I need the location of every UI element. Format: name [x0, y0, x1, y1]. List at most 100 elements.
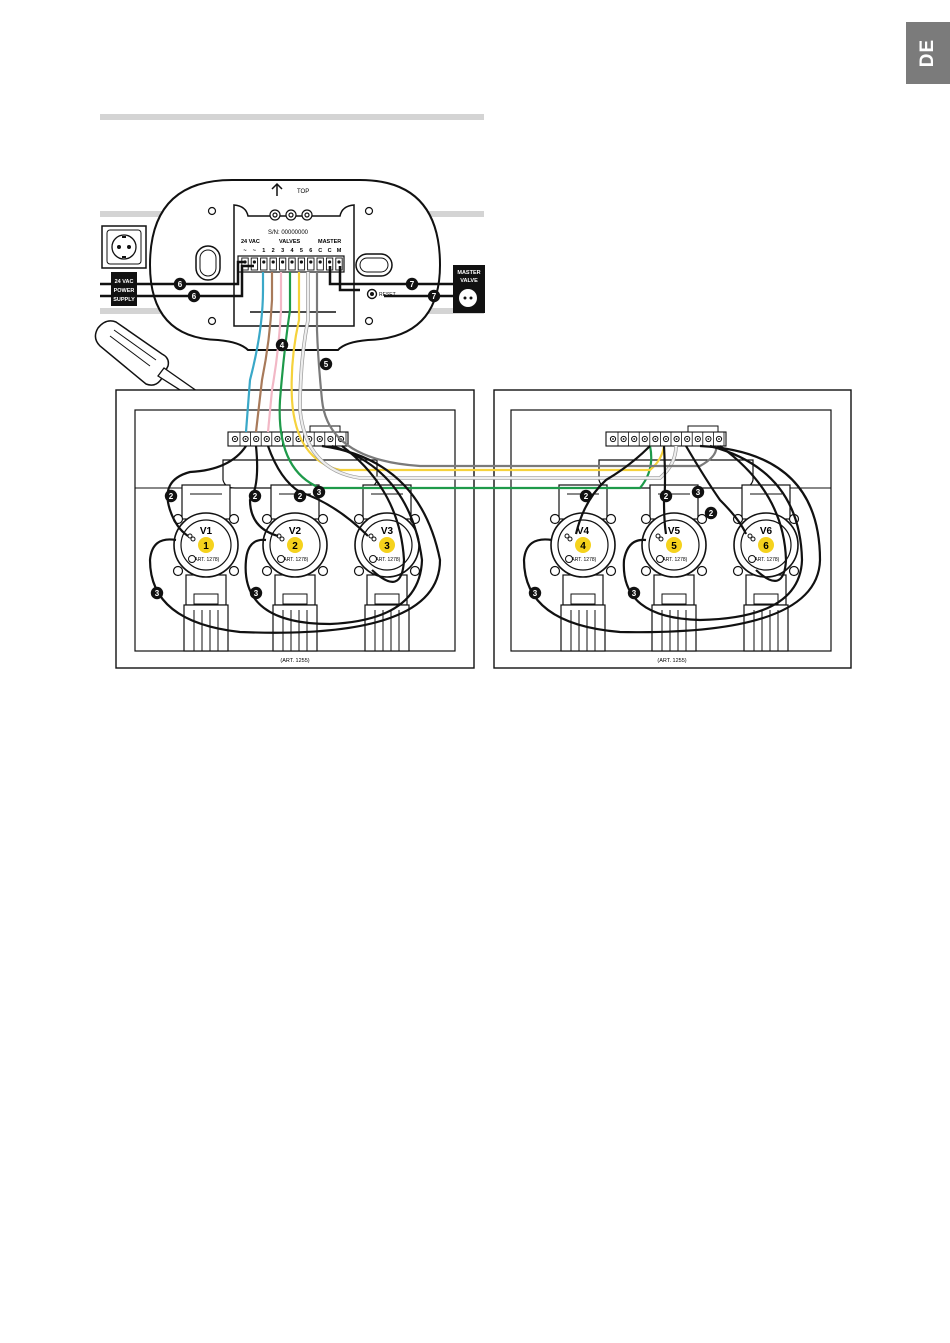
solenoid-lead-hole [280, 537, 284, 541]
terminal-label: 6 [309, 248, 312, 254]
terminal-screw [319, 260, 322, 263]
terminal-screw [328, 260, 331, 263]
callout-badge: 6 [174, 278, 186, 290]
valve-handle [571, 594, 595, 604]
box-terminal-screw-center [330, 438, 332, 440]
callout-badge: 3 [692, 486, 704, 498]
terminal-slot[interactable] [317, 258, 323, 270]
valve-ear [698, 515, 707, 524]
solenoid-lead-hole [372, 537, 376, 541]
box-1-art-label: (ART. 1255) [280, 658, 309, 664]
terminal-slot[interactable] [270, 258, 276, 270]
group-label-power: 24 VAC [241, 239, 260, 245]
callout-number: 3 [533, 589, 538, 598]
valve-label: V3 [381, 526, 394, 537]
valve-ear [230, 567, 239, 576]
terminal-screw [337, 260, 340, 263]
solenoid-lead-hole [568, 537, 572, 541]
wall-outlet-icon [102, 226, 146, 268]
terminal-slot[interactable] [261, 258, 267, 270]
box-terminal-screw-center [686, 438, 688, 440]
bleed-screw [370, 556, 377, 563]
solenoid-art-label: (ART. 1278) [374, 557, 401, 563]
bleed-screw [278, 556, 285, 563]
solenoid-lead-hole [191, 537, 195, 541]
terminal-slot[interactable] [308, 258, 314, 270]
callout-number: 7 [432, 292, 437, 301]
valve-ear [642, 567, 651, 576]
manifold-body [599, 460, 753, 488]
valve-ear [790, 567, 799, 576]
callout-number: 3 [632, 589, 637, 598]
valve-number: 5 [671, 541, 677, 552]
box-terminal-screw-center [266, 438, 268, 440]
valve-label: V6 [760, 526, 773, 537]
terminal-screw [272, 260, 275, 263]
solenoid-lead-hole [751, 537, 755, 541]
box-terminal-screw-center [234, 438, 236, 440]
master-valve-socket-icon [459, 289, 477, 307]
box-terminal-jumper [310, 426, 340, 432]
valve-handle [754, 594, 778, 604]
box-terminal-screw-center [644, 438, 646, 440]
valve-handle [283, 594, 307, 604]
group-label-master: MASTER [318, 239, 341, 245]
terminal-label: ~ [243, 248, 246, 254]
callout-badge: 3 [529, 587, 541, 599]
box-terminal-screw-center [277, 438, 279, 440]
terminal-slot[interactable] [279, 258, 285, 270]
callout-badge: 5 [320, 358, 332, 370]
header-rule [100, 114, 484, 120]
callout-number: 3 [155, 589, 160, 598]
box-terminal-screw-center [697, 438, 699, 440]
box-terminal-screw-center [665, 438, 667, 440]
callout-badge: 2 [580, 490, 592, 502]
valve-pipe [561, 605, 605, 651]
callout-badge: 3 [151, 587, 163, 599]
box-terminal-screw-center [718, 438, 720, 440]
top-screws [270, 210, 312, 220]
master-valve-line-1: MASTER [457, 270, 480, 276]
valve-ear [174, 567, 183, 576]
box-terminal-screw-center [298, 438, 300, 440]
valve-handle [662, 594, 686, 604]
box-terminal-screw-center [633, 438, 635, 440]
terminal-slot[interactable] [251, 258, 257, 270]
solenoid-art-label: (ART. 1278) [753, 557, 780, 563]
terminal-slot[interactable] [289, 258, 295, 270]
callout-badge: 3 [313, 486, 325, 498]
box-terminal-screw-center [623, 438, 625, 440]
callout-badge: 2 [705, 507, 717, 519]
terminal-label: 2 [272, 248, 275, 254]
callout-badge: 7 [428, 290, 440, 302]
terminal-screw [309, 260, 312, 263]
valve-ear [263, 567, 272, 576]
box-2-art-label: (ART. 1255) [657, 658, 686, 664]
bleed-screw [749, 556, 756, 563]
master-valve-line-2: VALVE [460, 278, 478, 284]
terminal-label: C [318, 248, 322, 254]
reset-button-inner [370, 292, 374, 296]
terminal-slot[interactable] [298, 258, 304, 270]
valve-handle [375, 594, 399, 604]
master-valve-box: MASTER VALVE [453, 265, 485, 313]
callout-badge: 2 [165, 490, 177, 502]
callout-number: 4 [280, 341, 285, 350]
callout-number: 3 [696, 488, 701, 497]
valve-ear [411, 567, 420, 576]
callout-number: 2 [664, 492, 669, 501]
valve-ear [734, 567, 743, 576]
valve-ear [698, 567, 707, 576]
valve-number: 2 [292, 541, 298, 552]
callout-badge: 2 [249, 490, 261, 502]
valve-ear [355, 567, 364, 576]
terminal-screw [290, 260, 293, 263]
valve-pipe [652, 605, 696, 651]
valve-ear [642, 515, 651, 524]
callout-number: 2 [584, 492, 589, 501]
solenoid-art-label: (ART. 1278) [193, 557, 220, 563]
callout-badge: 3 [250, 587, 262, 599]
terminal-screw [281, 260, 284, 263]
power-supply-box: 24 VAC POWER SUPPLY [111, 272, 137, 306]
callout-number: 7 [410, 280, 415, 289]
